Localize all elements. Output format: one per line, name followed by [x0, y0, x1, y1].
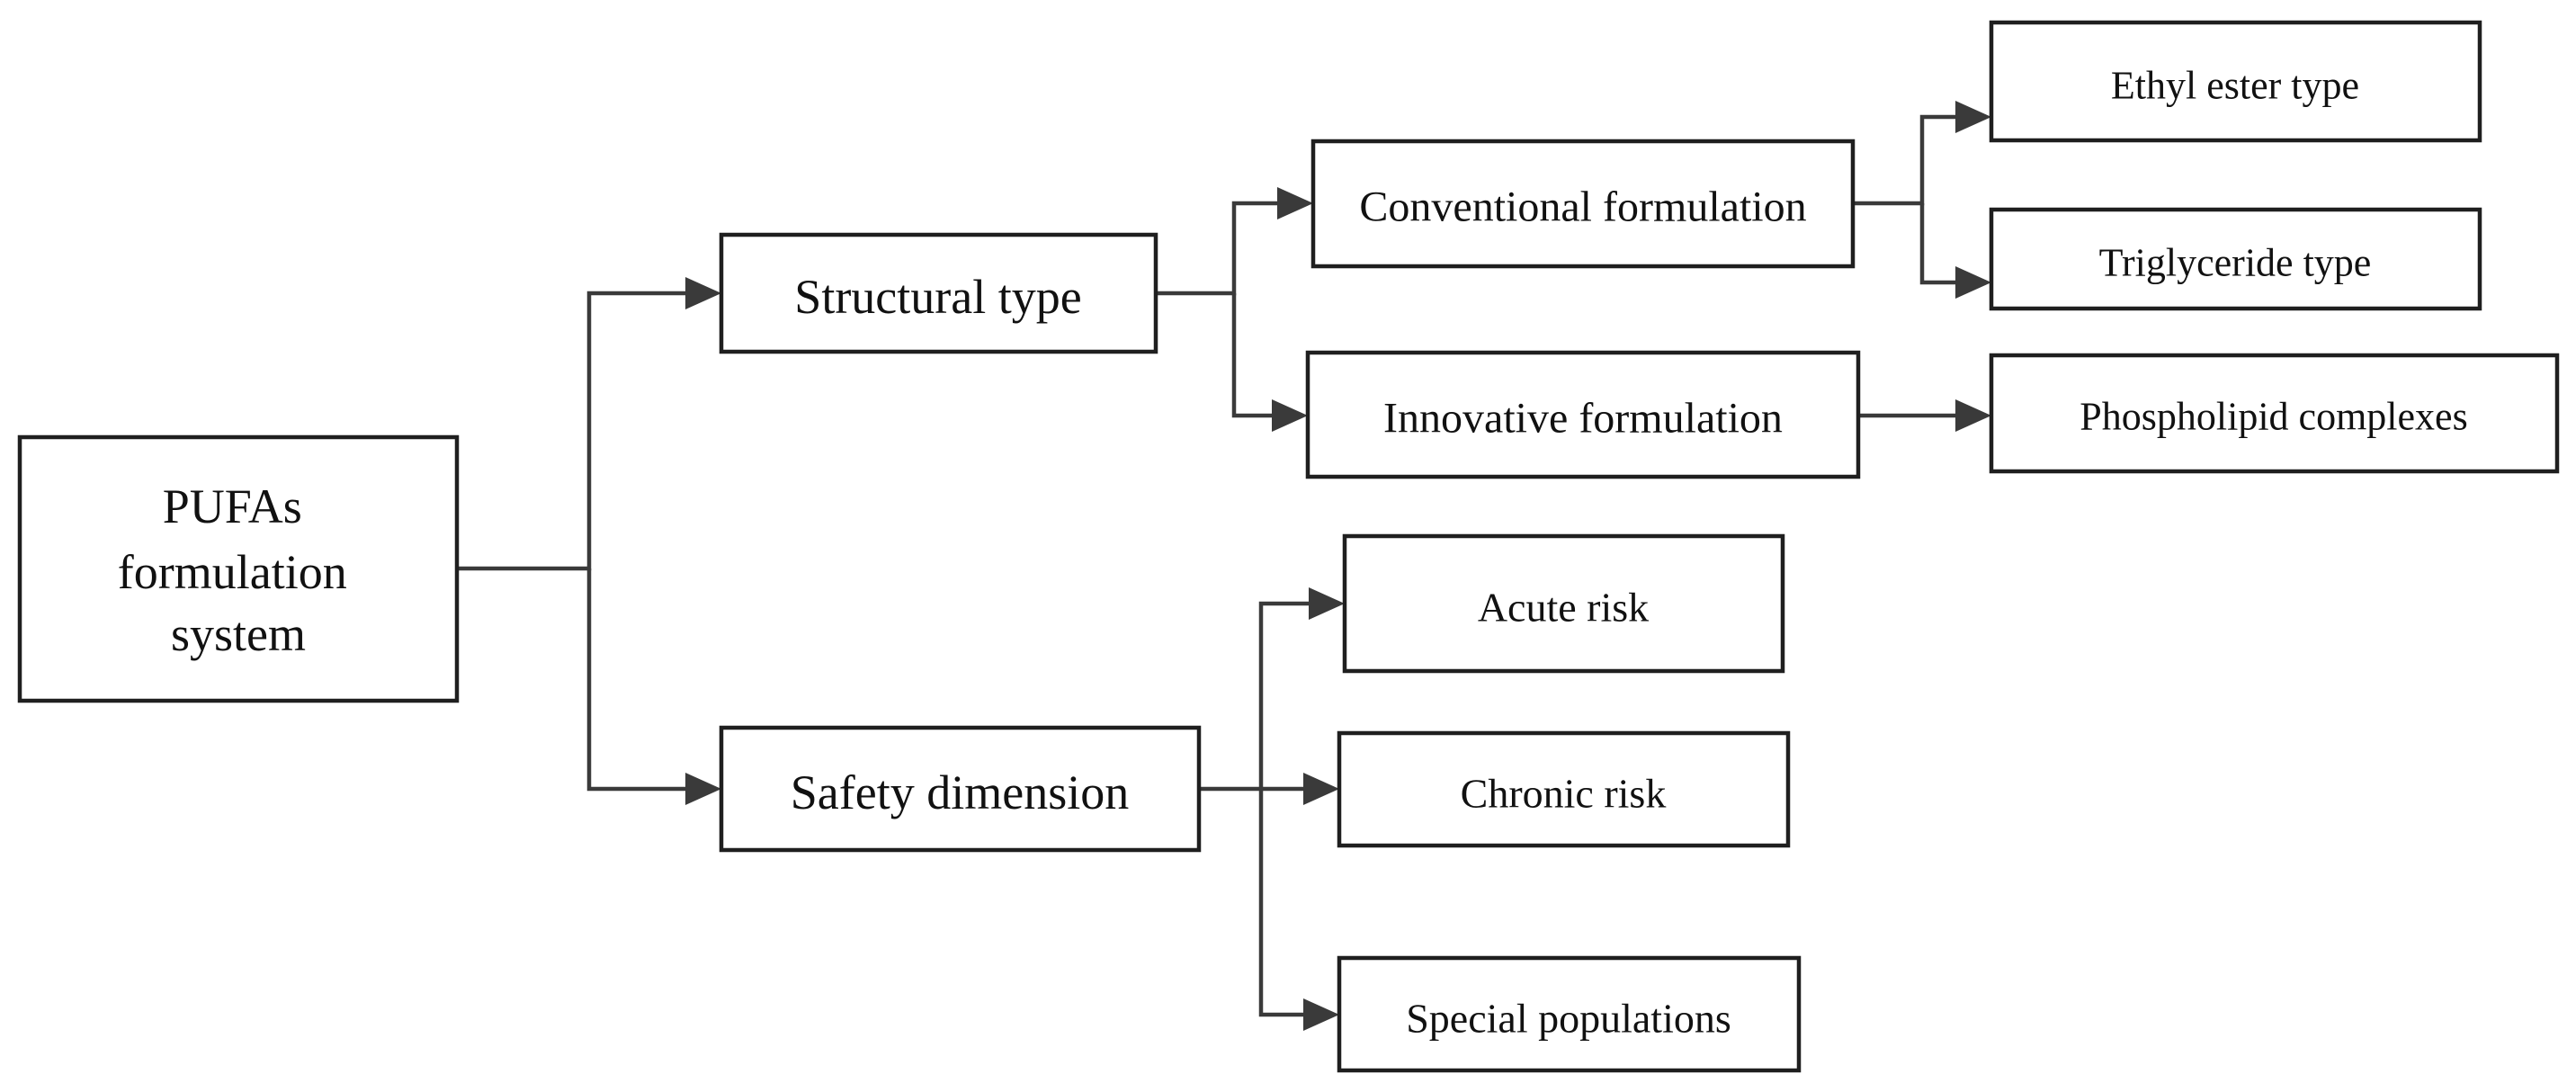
edge-root-to-safety: [586, 568, 702, 792]
node-phospholipid-complexes-label: Phospholipid complexes: [2080, 395, 2467, 439]
node-special-populations: Special populations: [1337, 955, 1802, 1073]
edge-conventional-to-ethyl: [1853, 114, 1972, 206]
node-root-line-2: formulation: [118, 545, 347, 599]
node-safety-dimension-box: [719, 725, 1202, 853]
node-ethyl-ester-type-label: Ethyl ester type: [2111, 64, 2359, 108]
node-triglyceride-type: Triglyceride type: [1989, 207, 2482, 311]
node-conventional-formulation-label: Conventional formulation: [1359, 183, 1806, 231]
arrow-special: [1303, 998, 1339, 1031]
edge-root-to-structural: [457, 291, 702, 571]
node-acute-risk: Acute risk: [1342, 533, 1785, 674]
node-special-populations-label: Special populations: [1406, 996, 1731, 1042]
node-innovative-formulation: Innovative formulation: [1305, 350, 1861, 479]
node-root: PUFAs formulation system: [17, 434, 460, 703]
node-ethyl-ester-type: Ethyl ester type: [1989, 20, 2482, 143]
node-innovative-formulation-label: Innovative formulation: [1383, 395, 1783, 443]
node-ethyl-ester-type-box: [1989, 20, 2482, 143]
node-safety-dimension: Safety dimension: [719, 725, 1202, 853]
node-special-populations-box: [1337, 955, 1802, 1073]
node-conventional-formulation: Conventional formulation: [1310, 139, 1856, 269]
node-safety-dimension-label: Safety dimension: [791, 765, 1129, 819]
node-acute-risk-label: Acute risk: [1478, 585, 1649, 631]
edge-structural-to-conventional: [1156, 201, 1293, 296]
node-chronic-risk-box: [1337, 730, 1791, 848]
arrow-triglyceride: [1955, 266, 1991, 299]
arrow-safety: [685, 773, 721, 805]
arrow-conventional: [1277, 187, 1313, 219]
edge-conventional-to-triglyceride: [1919, 203, 1972, 285]
connectors: [457, 101, 1991, 1031]
arrow-phospholipid: [1955, 399, 1991, 432]
arrow-acute: [1309, 587, 1345, 620]
node-chronic-risk: Chronic risk: [1337, 730, 1791, 848]
edge-safety-to-special: [1258, 789, 1319, 1017]
arrow-ethyl: [1955, 101, 1991, 133]
node-triglyceride-type-label: Triglyceride type: [2099, 241, 2372, 285]
node-root-label: PUFAs formulation system: [118, 479, 359, 661]
node-innovative-formulation-box: [1305, 350, 1861, 479]
node-phospholipid-complexes: Phospholipid complexes: [1989, 353, 2560, 474]
arrow-innovative: [1272, 399, 1308, 432]
node-phospholipid-complexes-box: [1989, 353, 2560, 474]
node-structural-type-label: Structural type: [794, 270, 1081, 324]
node-root-line-1: PUFAs: [163, 479, 302, 533]
arrow-chronic: [1303, 773, 1339, 805]
node-acute-risk-box: [1342, 533, 1785, 674]
node-conventional-formulation-box: [1310, 139, 1856, 269]
node-root-line-3: system: [171, 607, 306, 661]
node-structural-type-box: [719, 232, 1158, 354]
edge-safety-to-acute: [1199, 601, 1325, 792]
node-triglyceride-type-box: [1989, 207, 2482, 311]
node-structural-type: Structural type: [719, 232, 1158, 354]
arrow-structural: [685, 277, 721, 309]
node-root-box: [17, 434, 460, 703]
edge-structural-to-innovative: [1231, 293, 1288, 418]
node-chronic-risk-label: Chronic risk: [1461, 771, 1667, 817]
